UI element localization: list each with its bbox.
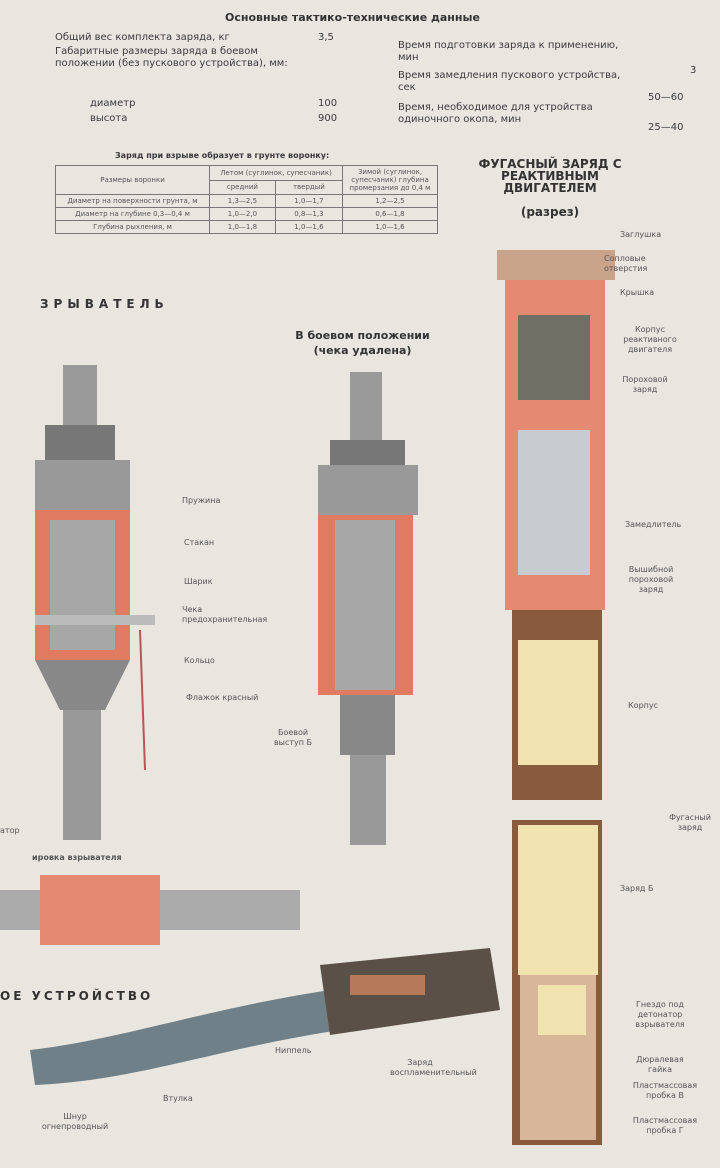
label-combat-lug: Боевой выступ Б <box>273 728 313 747</box>
th-summer: Летом (суглинок, супесчаник) <box>209 165 343 181</box>
label-motor-body: Корпус реактивного двигателя <box>623 325 677 354</box>
label-nut: Дюралевая гайка <box>636 1055 684 1074</box>
fuse-drawing-left <box>35 365 155 840</box>
label-plug-g: Пластмассовая пробка Г <box>632 1116 698 1135</box>
label-ring: Кольцо <box>184 656 215 665</box>
th-size: Размеры воронки <box>54 165 211 195</box>
spec-weight-value: 3,5 <box>318 32 334 43</box>
th-medium: средний <box>209 179 276 195</box>
spec-prep-value: 3 <box>690 65 697 76</box>
spec-trench-value: 25—40 <box>648 122 684 133</box>
launcher-drawing <box>30 948 500 1085</box>
spec-diameter-label: диаметр <box>90 98 136 109</box>
spec-size-label: Габаритные размеры заряда в боевом полож… <box>55 46 288 69</box>
fuse-installation-drawing <box>0 875 300 945</box>
label-fuse-cord: Шнур огнепроводный <box>41 1112 109 1131</box>
charge-cross-section <box>497 250 615 1145</box>
label-detonator-socket: Гнездо под детонатор взрывателя <box>635 1000 685 1029</box>
label-plug-v: Пластмассовая пробка В <box>632 1081 698 1100</box>
label-cap: Заглушка <box>620 230 662 239</box>
launcher-title: ОЕ УСТРОЙСТВО <box>0 989 154 1003</box>
charge-title: ФУГАСНЫЙ ЗАРЯД С РЕАКТИВНЫМ ДВИГАТЕЛЕМ <box>478 157 622 195</box>
spec-trench-label: Время, необходимое для устройства одиноч… <box>398 102 593 125</box>
combat-title: В боевом положении <box>295 329 430 342</box>
label-ball: Шарик <box>184 577 213 586</box>
combat-subtitle: (чека удалена) <box>313 344 412 357</box>
label-powder: Пороховой заряд <box>622 375 668 394</box>
spec-diameter-value: 100 <box>318 98 338 109</box>
label-charge-b: Заряд Б <box>620 884 654 893</box>
th-winter: Зимой (суглинок, супесчаник) глубина про… <box>342 165 438 195</box>
label-spring: Пружина <box>182 496 221 505</box>
label-igniter: Заряд воспламенительный <box>390 1058 477 1077</box>
th-hard: твердый <box>274 179 344 195</box>
spec-prep-label: Время подготовки заряда к применению, ми… <box>398 40 619 63</box>
charge-subtitle: (разрез) <box>520 205 580 219</box>
crater-title: Заряд при взрыве образует в грунте ворон… <box>115 151 330 160</box>
label-ejection: Вышибной пороховой заряд <box>628 565 674 594</box>
label-sleeve: Втулка <box>163 1094 193 1103</box>
fuse-title: ЗРЫВАТЕЛЬ <box>40 297 169 311</box>
fuse-drawing-combat <box>318 372 418 845</box>
spec-delay-label: Время замедления пускового устройства, с… <box>398 70 621 93</box>
spec-weight-label: Общий вес комплекта заряда, кг <box>55 32 230 43</box>
label-nozzles: Сопловые отверстия <box>604 254 648 273</box>
label-cup: Стакан <box>184 538 215 547</box>
label-nipple: Ниппель <box>275 1046 312 1055</box>
specs-title: Основные тактико-технические данные <box>225 11 480 24</box>
label-red-flag: Флажок красный <box>186 693 259 702</box>
label-lid: Крышка <box>620 288 655 297</box>
label-cut-left: атор <box>0 826 20 835</box>
label-safety-pin: Чека предохранительная <box>182 605 268 624</box>
label-blast-charge: Фугасный заряд <box>669 813 711 832</box>
label-delay: Замедлитель <box>625 520 682 529</box>
spec-height-value: 900 <box>318 113 338 124</box>
spec-delay-value: 50—60 <box>648 92 684 103</box>
install-title: ировка взрывателя <box>32 853 122 862</box>
label-body: Корпус <box>628 701 659 710</box>
spec-height-label: высота <box>90 113 128 124</box>
